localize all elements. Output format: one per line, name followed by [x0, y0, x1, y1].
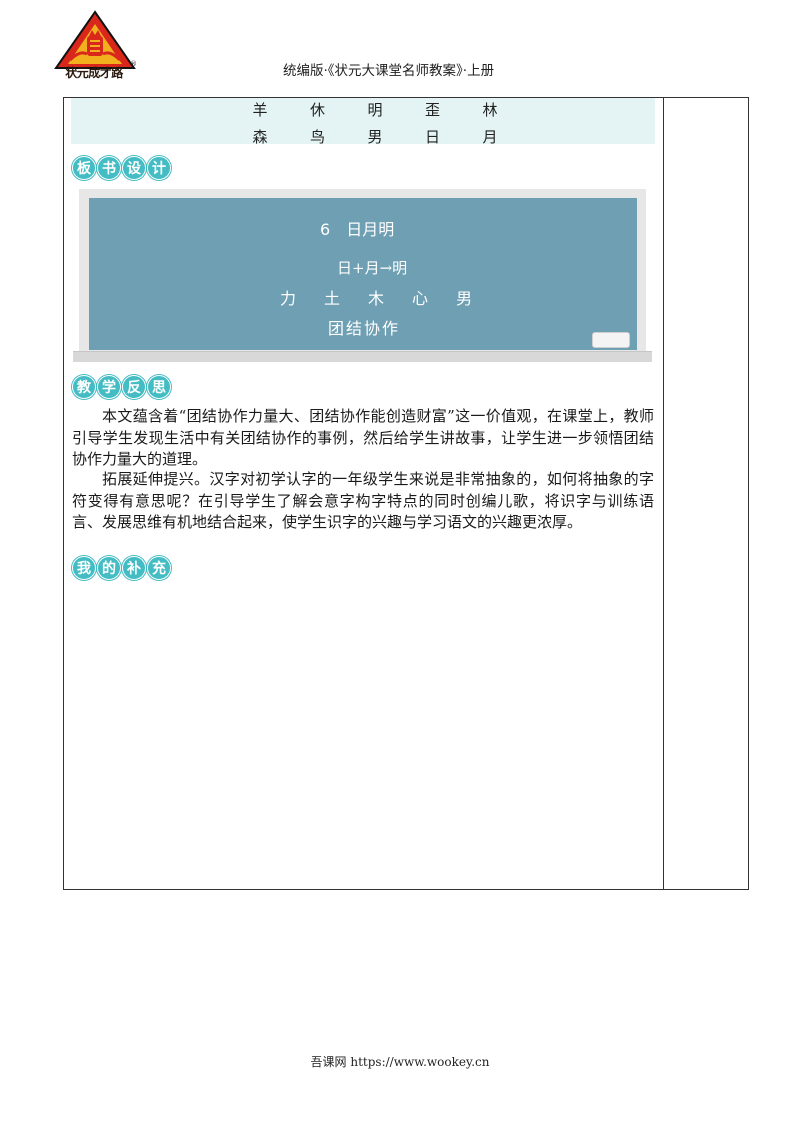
section-title-reflection: 教 学 反 思	[72, 375, 171, 399]
character: 休	[309, 101, 325, 119]
section-badge: 的	[97, 556, 121, 580]
board-phrase: 团结协作	[328, 319, 401, 338]
character-row-2: 森 鸟 男 日 月	[250, 126, 500, 147]
logo-emblem-icon	[54, 10, 136, 69]
blackboard-ledge	[73, 351, 652, 362]
section-title-board-design: 板 书 设 计	[72, 156, 171, 180]
page-header-title: 统编版·《状元大课堂名师教案》·上册	[283, 63, 495, 79]
section-badge: 反	[122, 375, 146, 399]
section-badge: 设	[122, 156, 146, 180]
reflection-paragraph-1: 本文蕴含着“团结协作力量大、团结协作能创造财富”这一价值观，在课堂上，教师引导学…	[72, 407, 654, 468]
board-character: 男	[456, 289, 473, 308]
eraser-icon	[592, 332, 630, 348]
character: 羊	[252, 101, 268, 119]
blackboard	[89, 198, 637, 350]
logo-text: 状元成才路	[65, 66, 123, 80]
section-badge: 补	[122, 556, 146, 580]
character-box	[71, 98, 655, 144]
section-badge: 板	[72, 156, 96, 180]
section-badge: 教	[72, 375, 96, 399]
character: 歪	[424, 101, 440, 119]
content-frame	[63, 97, 749, 890]
column-divider	[663, 98, 664, 889]
lesson-number: 6	[320, 220, 331, 239]
section-badge: 计	[147, 156, 171, 180]
section-badge: 思	[147, 375, 171, 399]
section-badge: 书	[97, 156, 121, 180]
board-formula: 日+月→明	[337, 259, 408, 277]
board-character: 木	[368, 289, 385, 308]
board-character: 心	[412, 289, 429, 308]
lesson-title: 日月明	[346, 220, 395, 239]
reflection-paragraph-2: 拓展延伸提兴。汉字对初学认字的一年级学生来说是非常抽象的，如何将抽象的字符变得有…	[72, 470, 654, 531]
board-characters: 力 土 木 心 男	[280, 285, 472, 309]
section-badge: 充	[147, 556, 171, 580]
board-lesson-title: 6 日月明	[320, 216, 394, 240]
footer-link[interactable]: 吾课网 https://www.wookey.cn	[310, 1055, 490, 1069]
section-badge: 我	[72, 556, 96, 580]
board-character: 土	[324, 289, 341, 308]
character: 鸟	[309, 128, 325, 146]
character: 森	[252, 128, 268, 146]
character-row-1: 羊 休 明 歪 林	[250, 99, 500, 120]
character: 林	[482, 101, 498, 119]
character: 男	[367, 128, 383, 146]
character: 月	[482, 128, 498, 146]
character: 日	[424, 128, 440, 146]
board-character: 力	[280, 289, 297, 308]
registered-mark: ®	[130, 60, 137, 68]
character: 明	[367, 101, 383, 119]
section-title-supplement: 我 的 补 充	[72, 556, 171, 580]
section-badge: 学	[97, 375, 121, 399]
